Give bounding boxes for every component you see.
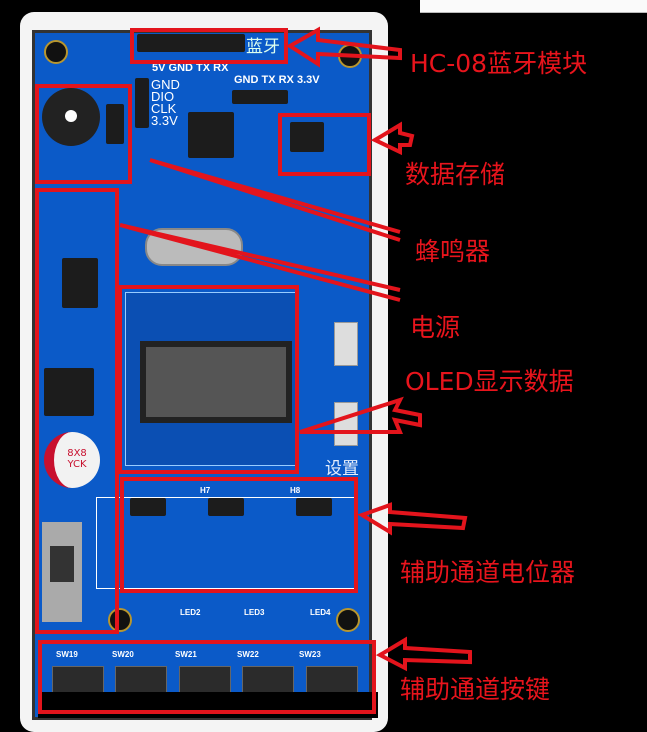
pin-label: GND [151, 77, 180, 92]
label-keys: 辅助通道按键 [400, 675, 551, 704]
silk-sw19: SW19 [56, 650, 78, 659]
cap-label: YCK [67, 459, 87, 470]
silk-settings: 设置 [325, 459, 359, 479]
silk-right-pins: GND TX RX 3.3V [234, 74, 320, 86]
silk-led4: LED4 [310, 608, 331, 617]
label-bluetooth: HC-08蓝牙模块 [410, 49, 588, 78]
label-storage: 数据存储 [405, 160, 506, 189]
pot-header [296, 498, 332, 516]
arrow-power [119, 223, 401, 302]
label-oled: OLED显示数据 [405, 367, 574, 396]
silk-h8: H8 [290, 486, 301, 495]
arrow-oled [299, 396, 422, 434]
silk-led2: LED2 [180, 608, 201, 617]
tm-header [135, 78, 149, 128]
box-power [35, 188, 119, 634]
silk-sw20: SW20 [112, 650, 134, 659]
silk-header-pins: 5V GND TX RX [152, 62, 229, 74]
mount-hole [336, 608, 360, 632]
bluetooth-header [137, 34, 245, 52]
silk-h7: H7 [200, 486, 211, 495]
set-button[interactable] [334, 402, 358, 446]
label-potentiometer: 辅助通道电位器 [400, 558, 576, 587]
arrow-keys [375, 636, 472, 672]
box-storage [278, 113, 371, 176]
mount-hole [44, 40, 68, 64]
diode [106, 104, 124, 144]
mount-hole [108, 608, 132, 632]
arrow-storage [370, 121, 415, 156]
sw1-button[interactable] [334, 322, 358, 366]
arrow-buzzer [149, 158, 401, 242]
box-buzzer [35, 84, 132, 184]
pin-label: 3.3V [151, 113, 178, 128]
silk-bluetooth: 蓝牙 [246, 37, 280, 57]
silk-sw21: SW21 [175, 650, 197, 659]
oled-module [125, 292, 297, 466]
buzzer [42, 88, 100, 146]
silk-sw22: SW22 [237, 650, 259, 659]
box-oled [118, 285, 299, 474]
box-bluetooth [130, 28, 288, 64]
box-keys [38, 640, 376, 714]
flash-chip [290, 122, 324, 152]
pot-header [130, 498, 166, 516]
regulator-2 [44, 368, 94, 416]
silk-sw23: SW23 [299, 650, 321, 659]
cap-label: 8X8 [67, 448, 87, 459]
pin-label: CLK [151, 101, 177, 116]
background-panel [420, 0, 647, 13]
silk-led3: LED3 [244, 608, 265, 617]
arrow-bluetooth [286, 26, 402, 68]
arrow-pot [357, 502, 468, 536]
h4-header [232, 90, 288, 104]
regulator [62, 258, 98, 308]
pin-label: DIO [151, 89, 175, 104]
mcu-chip [188, 112, 234, 158]
label-buzzer: 蜂鸣器 [415, 237, 491, 266]
box-potentiometer [120, 477, 358, 593]
crystal [145, 228, 243, 266]
label-power: 电源 [410, 313, 461, 342]
oled-screen [140, 341, 292, 423]
key-sw20[interactable] [115, 666, 167, 694]
pot-header [208, 498, 244, 516]
power-switch[interactable] [42, 522, 82, 622]
